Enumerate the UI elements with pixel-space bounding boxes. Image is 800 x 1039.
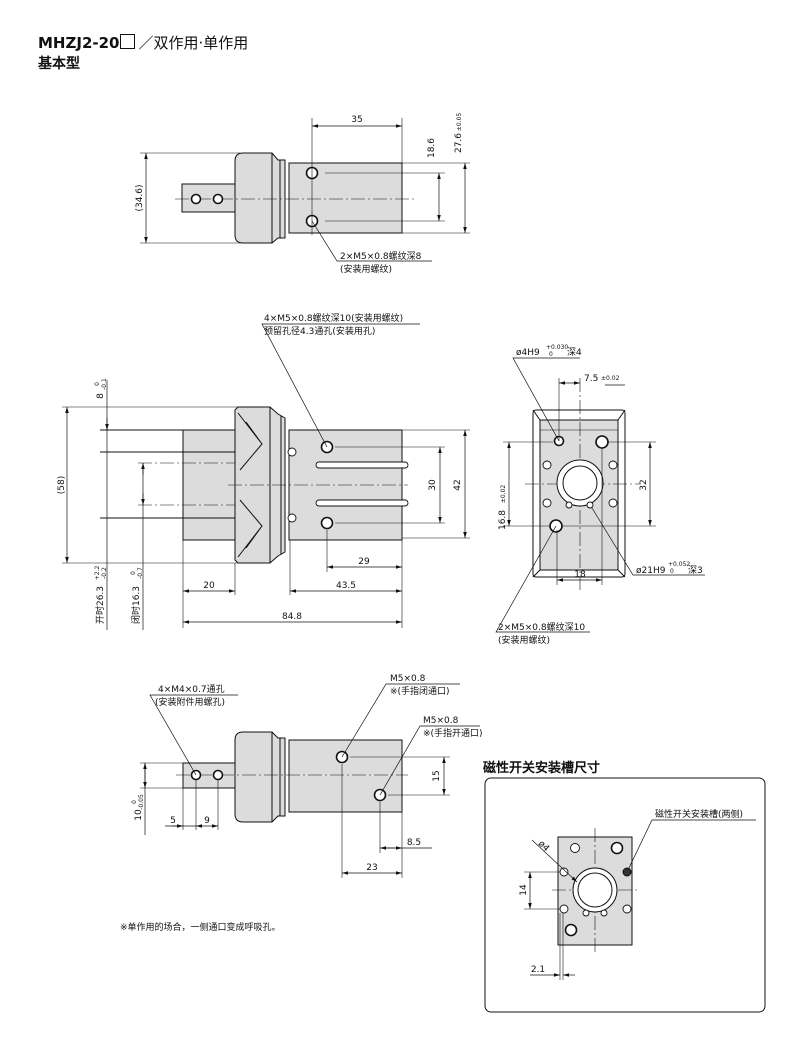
cap: [234, 731, 286, 823]
dim-8: 8: [96, 393, 106, 399]
svg-text:※(手指开通口): ※(手指开通口): [423, 727, 483, 739]
dim-7-5: 7.5: [584, 374, 598, 384]
finger-tab: [181, 183, 237, 213]
dim-27-6: 27.6: [454, 133, 464, 153]
pin-hole-spec: ø4H9: [516, 348, 540, 358]
dim-5: 5: [170, 816, 176, 826]
dim-16-8: 16.8: [498, 510, 508, 530]
cap: [234, 152, 286, 244]
footnote: ※单作用的场合，一侧通口变成呼吸孔。: [120, 921, 281, 933]
svg-text:+2.2: +2.2: [94, 566, 101, 581]
end-view: 7.5 ±0.02 ø4H9 +0.030 0 深4 32 16.8 ±0.02…: [495, 344, 705, 646]
svg-text:±0.02: ±0.02: [601, 375, 620, 382]
port-open-note: M5×0.8: [423, 716, 459, 726]
drawing-title: MHZJ2-20 ／双作用·单作用: [38, 34, 248, 52]
mount-thread-note: 4×M5×0.8螺纹深10(安装用螺纹): [264, 312, 403, 324]
side-view: 10 0 -0.05 5 9 15 8.5 23 4×M4×0.7通孔 (安装附…: [120, 674, 483, 933]
svg-text:±0.02: ±0.02: [500, 485, 507, 504]
svg-text:+0.052: +0.052: [668, 561, 690, 568]
svg-text:±0.05: ±0.05: [456, 113, 463, 132]
svg-text:0: 0: [94, 382, 101, 386]
dim-32: 32: [639, 479, 649, 490]
svg-text:0: 0: [670, 568, 674, 575]
svg-text:-0.1: -0.1: [101, 378, 108, 390]
dim-42: 42: [453, 479, 463, 490]
switch-slot-title: 磁性开关安装槽尺寸: [483, 760, 600, 776]
accessory-hole-note: 4×M4×0.7通孔: [158, 684, 225, 695]
dim-10: 10: [134, 809, 144, 821]
dim-2-1: 2.1: [531, 965, 545, 975]
dim-18: 18: [574, 570, 586, 580]
dim-closed-16-3: 闭时16.3: [130, 586, 142, 624]
dim-open-26-3: 开时26.3: [94, 586, 106, 624]
dim-34-6: (34.6): [135, 184, 145, 211]
mount-hole: [320, 516, 334, 530]
action-type: ／双作用·单作用: [138, 34, 249, 52]
dim-58: (58): [57, 476, 67, 494]
svg-text:-0.7: -0.7: [137, 567, 144, 579]
front-view: (58) 8 0 -0.1 开时26.3 +2.2 -0.2 闭时16.3 0 …: [57, 312, 470, 630]
svg-text:0: 0: [549, 351, 553, 358]
dim-23: 23: [366, 863, 377, 873]
svg-text:0: 0: [130, 571, 137, 575]
bore-spec: ø21H9: [636, 566, 666, 576]
svg-text:(安装用螺纹): (安装用螺纹): [498, 634, 550, 646]
svg-text:深3: 深3: [688, 565, 703, 576]
dim-43-5: 43.5: [336, 581, 356, 591]
svg-text:※(手指闭通口): ※(手指闭通口): [390, 685, 450, 697]
drawing-subtitle: 基本型: [38, 56, 80, 72]
svg-text:(安装用螺纹): (安装用螺纹): [340, 263, 392, 275]
svg-text:0: 0: [131, 800, 138, 804]
top-view: 35 18.6 27.6 ±0.05 (34.6) 2×M5×0.8螺纹深8 (…: [135, 113, 470, 275]
dim-9: 9: [204, 816, 210, 826]
dim-14: 14: [519, 884, 529, 896]
dim-35: 35: [351, 115, 362, 125]
dim-29: 29: [358, 557, 370, 567]
dim-20: 20: [203, 581, 215, 591]
svg-text:-0.2: -0.2: [101, 567, 108, 579]
dim-18-6: 18.6: [427, 138, 437, 158]
mount-thread-note: 2×M5×0.8螺纹深8: [340, 250, 422, 262]
dim-8-5: 8.5: [407, 838, 421, 848]
model-number: MHZJ2-20: [38, 34, 120, 52]
dim-84-8: 84.8: [282, 612, 302, 622]
dim-phi4: ø4: [536, 839, 551, 854]
svg-text:深4: 深4: [567, 347, 582, 358]
port-close-note: M5×0.8: [390, 674, 426, 684]
model-suffix-box: [120, 34, 136, 49]
svg-text:(安装附件用螺孔): (安装附件用螺孔): [155, 696, 225, 708]
switch-slot-view: 磁性开关安装槽尺寸 14 ø4 2.1 磁性开关安装槽(两侧): [483, 760, 766, 1013]
slot-label: 磁性开关安装槽(两侧): [655, 808, 743, 820]
svg-text:-0.05: -0.05: [138, 794, 145, 810]
dim-30: 30: [428, 479, 438, 491]
dim-15: 15: [432, 770, 442, 781]
svg-text:+0.030: +0.030: [546, 344, 568, 351]
svg-text:预留孔径4.3通孔(安装用孔): 预留孔径4.3通孔(安装用孔): [264, 325, 375, 337]
mount-thread-note: 2×M5×0.8螺纹深10: [498, 621, 585, 633]
